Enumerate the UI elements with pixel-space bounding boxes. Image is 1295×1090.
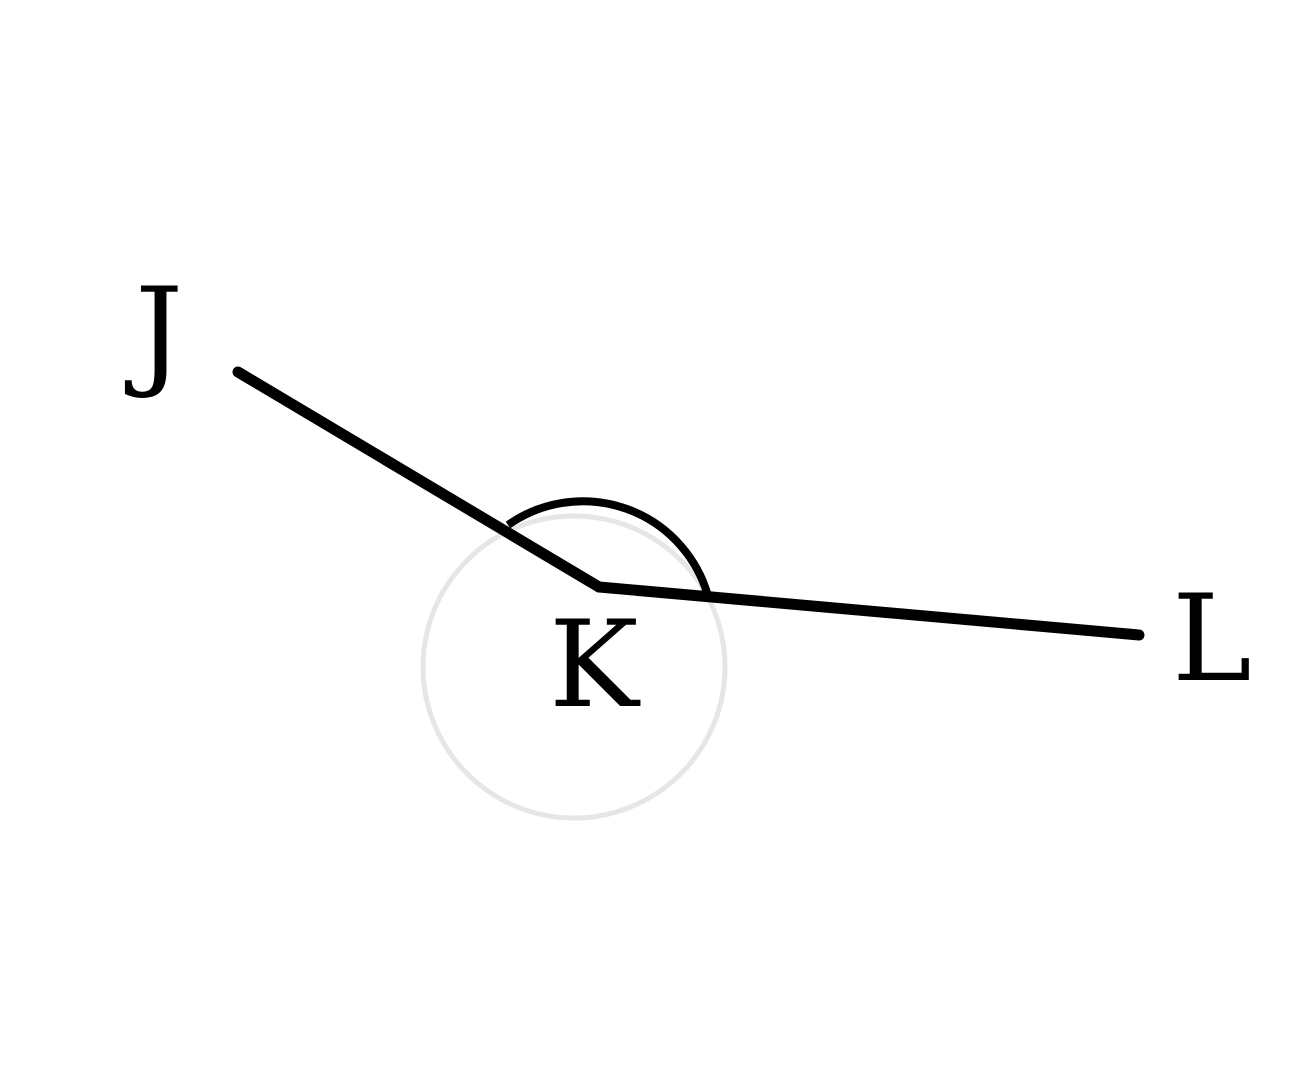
point-label-l: L bbox=[1172, 570, 1252, 709]
point-label-k: K bbox=[549, 596, 641, 735]
point-label-j: J bbox=[124, 263, 183, 402]
segment-kl bbox=[593, 581, 1145, 641]
angle-arc bbox=[505, 497, 712, 598]
segment-kj bbox=[232, 366, 605, 593]
faint-circle bbox=[420, 513, 728, 821]
